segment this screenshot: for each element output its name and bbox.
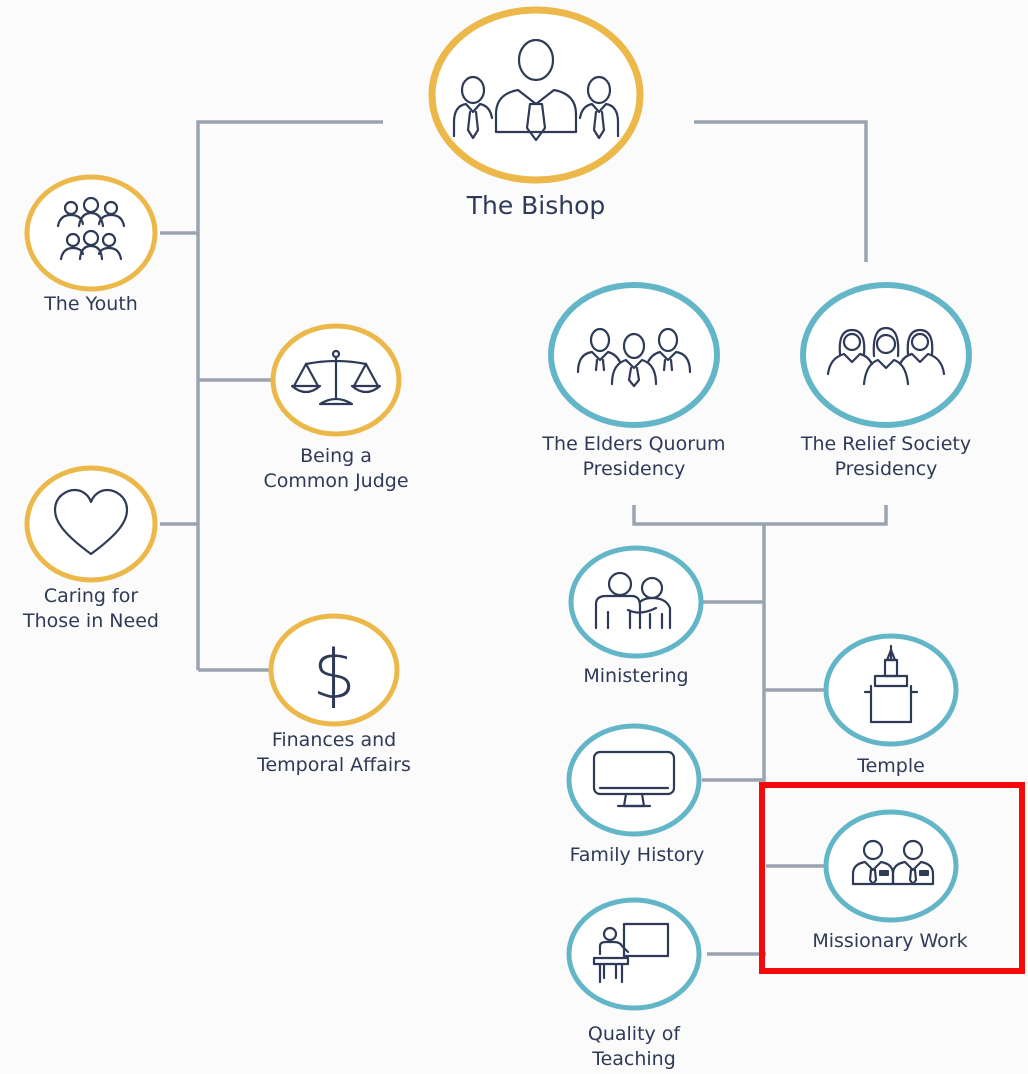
- connector-lines: [160, 120, 888, 956]
- caring-line2: Those in Need: [23, 609, 159, 632]
- missionaries-icon: [851, 839, 935, 886]
- temple-label-text: Temple: [857, 755, 925, 777]
- ministering-label-text: Ministering: [583, 665, 689, 687]
- temple-node-ring: [823, 633, 959, 747]
- caring-line1: Caring for: [43, 585, 139, 607]
- caring-node-ring: [24, 465, 158, 583]
- finances-node-ring: [268, 613, 400, 727]
- relief-node-ring: [800, 282, 972, 428]
- relief-label: The Relief Society Presidency: [776, 432, 996, 481]
- elders-node-ring: [548, 282, 720, 428]
- finances-line2: Temporal Affairs: [257, 753, 411, 776]
- youth-label: The Youth: [6, 292, 176, 317]
- finances-line1: Finances and: [271, 729, 397, 751]
- bishop-label-text: The Bishop: [466, 191, 606, 220]
- bishop-label: The Bishop: [436, 190, 636, 223]
- men-group-icon: [576, 327, 692, 388]
- scales-icon: [290, 349, 382, 406]
- teaching-label: Quality of Teaching: [544, 1022, 724, 1071]
- family-history-node-ring: [566, 723, 702, 837]
- teaching-line2: Teaching: [592, 1047, 676, 1070]
- family-history-label: Family History: [542, 843, 732, 868]
- youth-group-icon: [56, 196, 126, 261]
- missionary-work-highlight-box: [759, 782, 1025, 974]
- caring-label: Caring for Those in Need: [0, 584, 182, 633]
- temple-label: Temple: [816, 754, 966, 779]
- women-group-icon: [826, 326, 946, 386]
- elders-line1: The Elders Quorum: [542, 433, 726, 455]
- heart-icon: [53, 488, 129, 556]
- ministering-label: Ministering: [556, 664, 716, 689]
- bishop-group-icon: [452, 38, 620, 142]
- finances-label: Finances and Temporal Affairs: [224, 728, 444, 777]
- dollar-icon: $: [312, 636, 355, 715]
- monitor-icon: [592, 750, 676, 808]
- teacher-icon: [592, 922, 670, 984]
- ministering-node-ring: [568, 545, 704, 659]
- elders-label: The Elders Quorum Presidency: [514, 432, 754, 481]
- teaching-line1: Quality of: [587, 1023, 681, 1045]
- common-judge-line1: Being a: [300, 445, 372, 467]
- missionary-label: Missionary Work: [780, 929, 1000, 954]
- elders-line2: Presidency: [582, 457, 686, 480]
- missionary-label-text: Missionary Work: [812, 930, 968, 952]
- temple-icon: [863, 644, 919, 724]
- teaching-node-ring: [566, 897, 702, 1011]
- ministering-icon: [594, 571, 672, 630]
- family-history-label-text: Family History: [569, 844, 705, 866]
- common-judge-line2: Common Judge: [263, 469, 409, 492]
- relief-line1: The Relief Society: [800, 433, 972, 455]
- common-judge-label: Being a Common Judge: [236, 444, 436, 493]
- bishop-node-ring: [428, 6, 644, 184]
- youth-node-ring: [24, 174, 158, 292]
- relief-line2: Presidency: [834, 457, 938, 480]
- youth-label-text: The Youth: [44, 293, 138, 315]
